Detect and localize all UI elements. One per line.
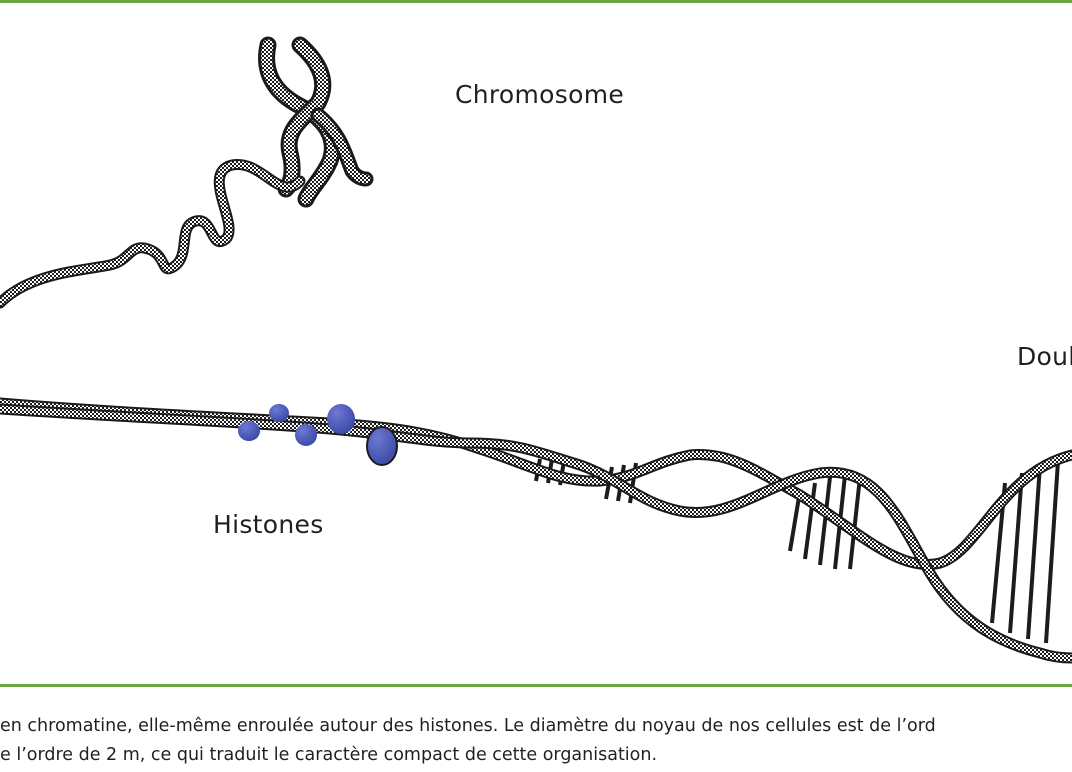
histone-5 (366, 426, 398, 466)
histone-1 (238, 421, 260, 441)
helix-strand-b-texture (0, 405, 1072, 662)
histones (238, 404, 398, 466)
caption-line-1: en chromatine, elle-même enroulée autour… (0, 716, 936, 736)
chromosome-label: Chromosome (455, 80, 625, 109)
dna-compaction-diagram (0, 36, 1072, 664)
histone-4 (327, 404, 355, 434)
histones-label: Histones (213, 510, 324, 539)
chromatin-fiber (0, 159, 306, 309)
chromosome (258, 36, 374, 208)
bottom-divider (0, 684, 1072, 687)
chromatin-fiber-texture (0, 161, 304, 307)
caption-line-2: e l’ordre de 2 m, ce qui traduit le cara… (0, 745, 658, 765)
histone-2 (269, 404, 289, 422)
chromosome-arm-right-texture (280, 39, 329, 195)
histone-3 (295, 424, 317, 446)
chromosome-arm-lower-right-texture (313, 110, 371, 184)
top-divider (0, 0, 1072, 3)
chromatin-fiber-strand (0, 159, 306, 309)
double-helix-label: Doul (1017, 342, 1072, 371)
dna-double-helix (0, 397, 1072, 664)
